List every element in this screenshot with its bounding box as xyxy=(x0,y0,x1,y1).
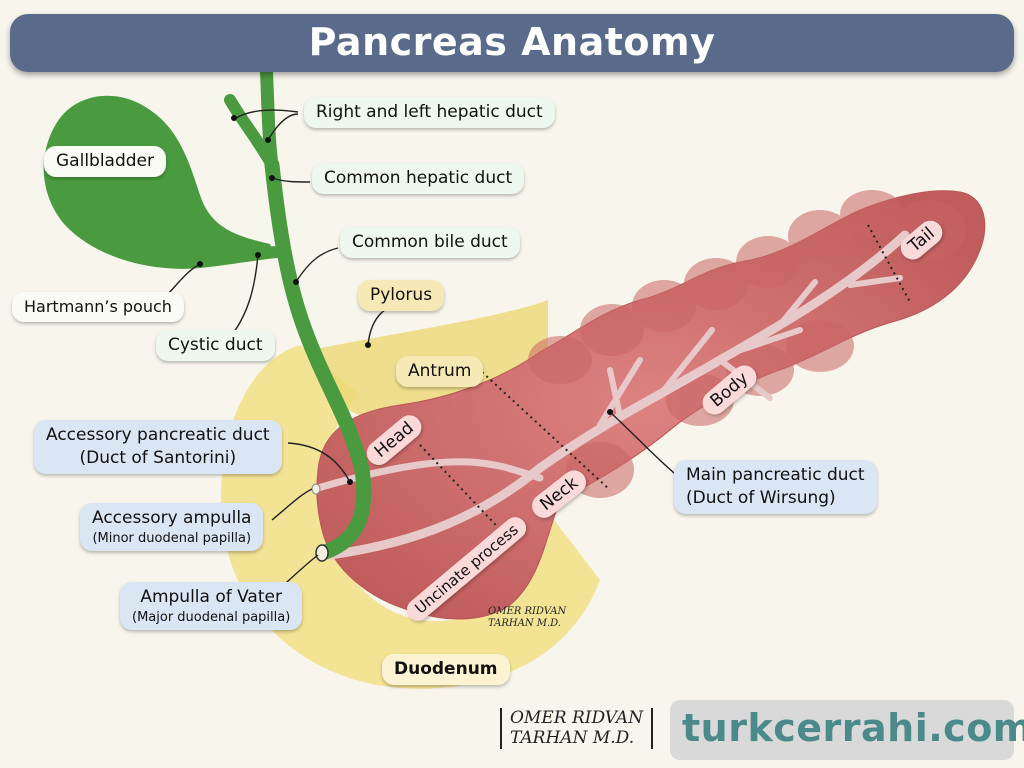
label-accessory-pancreatic-duct: Accessory pancreatic duct (Duct of Santo… xyxy=(34,420,282,474)
label-antrum: Antrum xyxy=(396,356,484,387)
left-hepatic-duct xyxy=(259,55,279,172)
main-pancreatic-duct xyxy=(325,230,910,560)
signature-small-line1: OMER RIDVAN xyxy=(488,606,567,617)
accessory-ampulla-title: Accessory ampulla xyxy=(92,508,252,528)
label-common-hepatic-duct: Common hepatic duct xyxy=(312,163,525,194)
signature-small-line2: TARHAN M.D. xyxy=(488,618,562,629)
ampulla-vater-subtitle: (Major duodenal papilla) xyxy=(132,609,291,625)
ampulla-vater-title: Ampulla of Vater xyxy=(140,587,282,607)
gallbladder-shape xyxy=(43,95,275,269)
leader-lines xyxy=(161,109,681,591)
region-boundaries xyxy=(419,224,911,541)
duct-branches xyxy=(597,275,903,428)
website-domain: turkcerrahi.com xyxy=(682,706,1024,750)
label-common-bile-duct: Common bile duct xyxy=(340,227,520,258)
accessory-duct-subtitle: (Duct of Santorini) xyxy=(79,447,237,468)
label-cystic-duct: Cystic duct xyxy=(156,330,275,361)
website-badge: turkcerrahi.com© xyxy=(670,700,1024,760)
main-duct-title: Main pancreatic duct xyxy=(686,465,865,485)
signature-large: OMER RIDVAN TARHAN M.D. xyxy=(500,708,654,749)
ampulla-vater-shape xyxy=(315,544,329,562)
signature-large-line1: OMER RIDVAN xyxy=(510,708,644,728)
page-title: Pancreas Anatomy xyxy=(308,20,716,64)
signature-large-line2: TARHAN M.D. xyxy=(510,728,635,749)
cystic-duct xyxy=(194,246,288,266)
accessory-duct-title: Accessory pancreatic duct xyxy=(46,425,270,445)
signature-small: OMER RIDVAN TARHAN M.D. xyxy=(488,606,566,630)
accessory-ampulla-shape xyxy=(311,483,321,495)
label-accessory-ampulla: Accessory ampulla (Minor duodenal papill… xyxy=(80,503,264,552)
label-right-left-hepatic-duct: Right and left hepatic duct xyxy=(304,97,555,128)
label-ampulla-of-vater: Ampulla of Vater (Major duodenal papilla… xyxy=(120,582,303,631)
pancreas-lobules xyxy=(528,190,966,498)
label-hartmanns-pouch: Hartmann’s pouch xyxy=(12,292,184,322)
leader-dots xyxy=(197,115,613,485)
label-main-pancreatic-duct: Main pancreatic duct (Duct of Wirsung) xyxy=(674,460,877,514)
label-gallbladder: Gallbladder xyxy=(44,146,166,177)
accessory-ampulla-subtitle: (Minor duodenal papilla) xyxy=(92,530,252,546)
website-text: turkcerrahi.com© xyxy=(682,706,1024,750)
title-bar: Pancreas Anatomy xyxy=(10,14,1014,72)
main-duct-subtitle: (Duct of Wirsung) xyxy=(686,487,836,508)
label-pylorus: Pylorus xyxy=(358,280,445,311)
label-duodenum: Duodenum xyxy=(382,654,510,685)
common-bile-duct xyxy=(264,157,372,560)
